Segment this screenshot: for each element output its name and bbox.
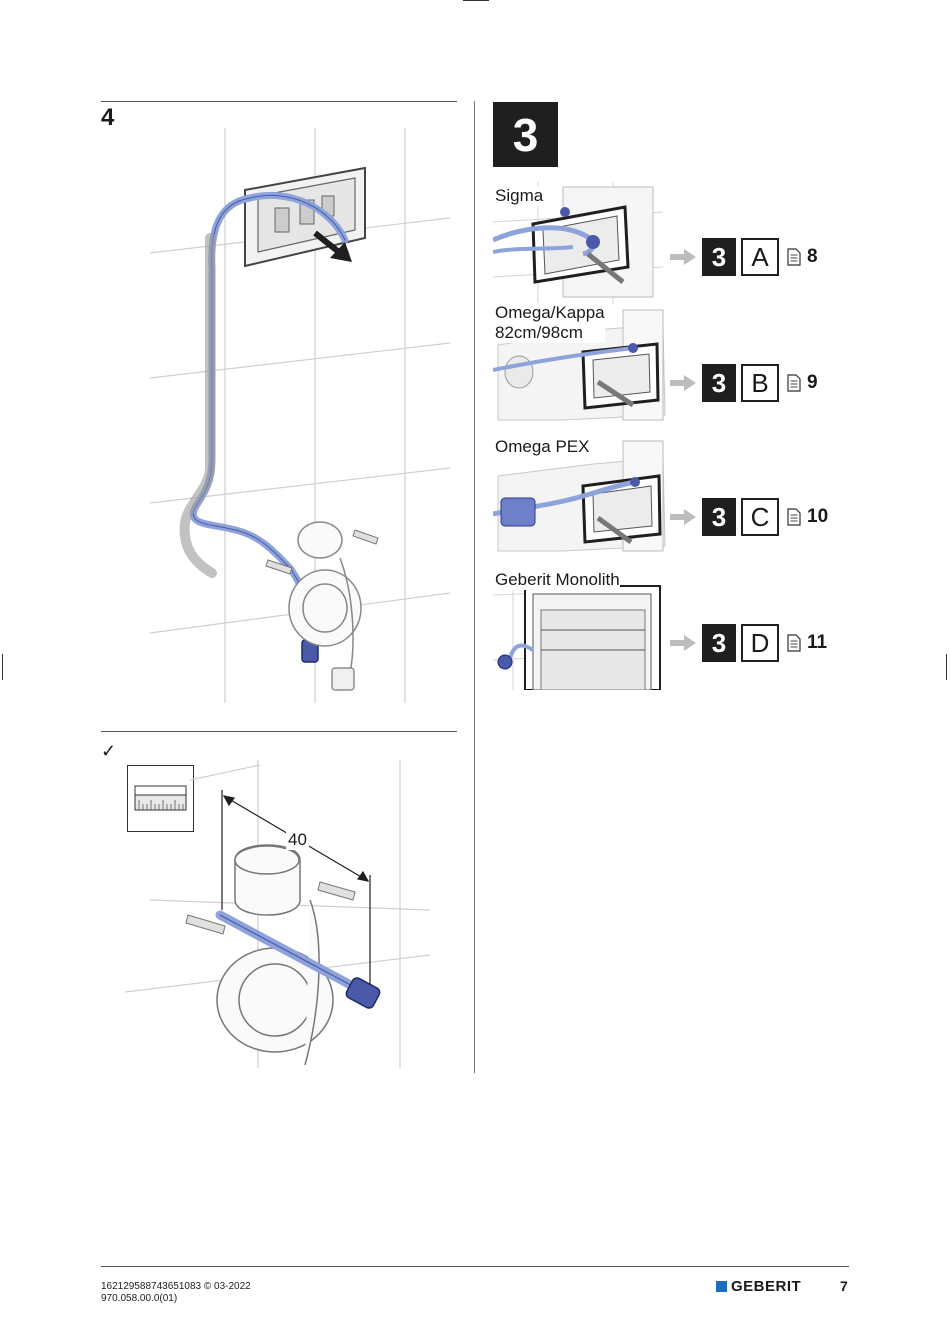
page-number: 7 bbox=[840, 1278, 848, 1294]
caption-line-1: Omega/Kappa bbox=[495, 303, 605, 322]
ruler-icon-box bbox=[127, 765, 194, 832]
document-icon bbox=[787, 634, 801, 652]
measurement-label: 40 bbox=[286, 830, 309, 850]
arrow-right-icon bbox=[670, 375, 696, 391]
footer-codes: 162129588743651083 © 03-2022 970.058.00.… bbox=[101, 1281, 251, 1305]
ref-page-number: 9 bbox=[807, 372, 818, 393]
ref-step-number: 3 bbox=[702, 238, 736, 276]
step-number: 4 bbox=[101, 104, 115, 131]
document-icon bbox=[787, 248, 801, 266]
ref-variant-letter: B bbox=[741, 364, 779, 402]
step-badge: 3 bbox=[493, 102, 558, 167]
reference-row-b[interactable]: 3 B 9 bbox=[670, 363, 818, 403]
option-caption-sigma: Sigma bbox=[495, 186, 544, 206]
ref-variant-letter: C bbox=[741, 498, 779, 536]
left-crop-mark bbox=[2, 654, 3, 680]
ruler-icon bbox=[134, 785, 187, 811]
option-caption-omega-pex: Omega PEX bbox=[495, 437, 590, 457]
ref-page-number: 8 bbox=[807, 246, 818, 267]
ref-page-number: 10 bbox=[807, 506, 829, 527]
measurement-illustration bbox=[124, 760, 431, 1068]
omega-pex-illustration bbox=[493, 440, 666, 552]
ref-variant-letter: D bbox=[741, 624, 779, 662]
article-number: 970.058.00.0(01) bbox=[101, 1293, 178, 1304]
footer-rule bbox=[101, 1266, 849, 1267]
caption-line-2: 82cm/98cm bbox=[495, 323, 583, 342]
document-icon bbox=[787, 508, 801, 526]
logo-text: GEBERIT bbox=[731, 1278, 802, 1295]
reference-row-d[interactable]: 3 D 11 bbox=[670, 623, 827, 663]
top-crop-mark bbox=[463, 0, 489, 1]
document-icon bbox=[787, 374, 801, 392]
check-icon: ✓ bbox=[101, 741, 117, 761]
monolith-illustration bbox=[493, 580, 663, 690]
sigma-illustration bbox=[493, 182, 663, 304]
ref-step-number: 3 bbox=[702, 624, 736, 662]
ref-step-number: 3 bbox=[702, 498, 736, 536]
ref-variant-letter: A bbox=[741, 238, 779, 276]
geberit-logo: GEBERIT bbox=[716, 1278, 801, 1295]
arrow-right-icon bbox=[670, 509, 696, 525]
arrow-right-icon bbox=[670, 635, 696, 651]
ref-step-number: 3 bbox=[702, 364, 736, 402]
option-caption-monolith: Geberit Monolith bbox=[495, 570, 620, 590]
reference-row-c[interactable]: 3 C 10 bbox=[670, 497, 828, 537]
column-divider bbox=[474, 101, 475, 1073]
step4-illustration bbox=[149, 128, 451, 703]
step4-top-rule bbox=[101, 101, 457, 102]
check-top-rule bbox=[101, 731, 457, 732]
ref-page-number: 11 bbox=[807, 632, 828, 653]
arrow-right-icon bbox=[670, 249, 696, 265]
right-crop-mark bbox=[946, 654, 947, 680]
option-caption-omega-kappa: Omega/Kappa 82cm/98cm bbox=[495, 303, 605, 343]
reference-row-a[interactable]: 3 A 8 bbox=[670, 237, 818, 277]
document-code: 162129588743651083 © 03-2022 bbox=[101, 1281, 251, 1292]
logo-square bbox=[716, 1281, 727, 1292]
